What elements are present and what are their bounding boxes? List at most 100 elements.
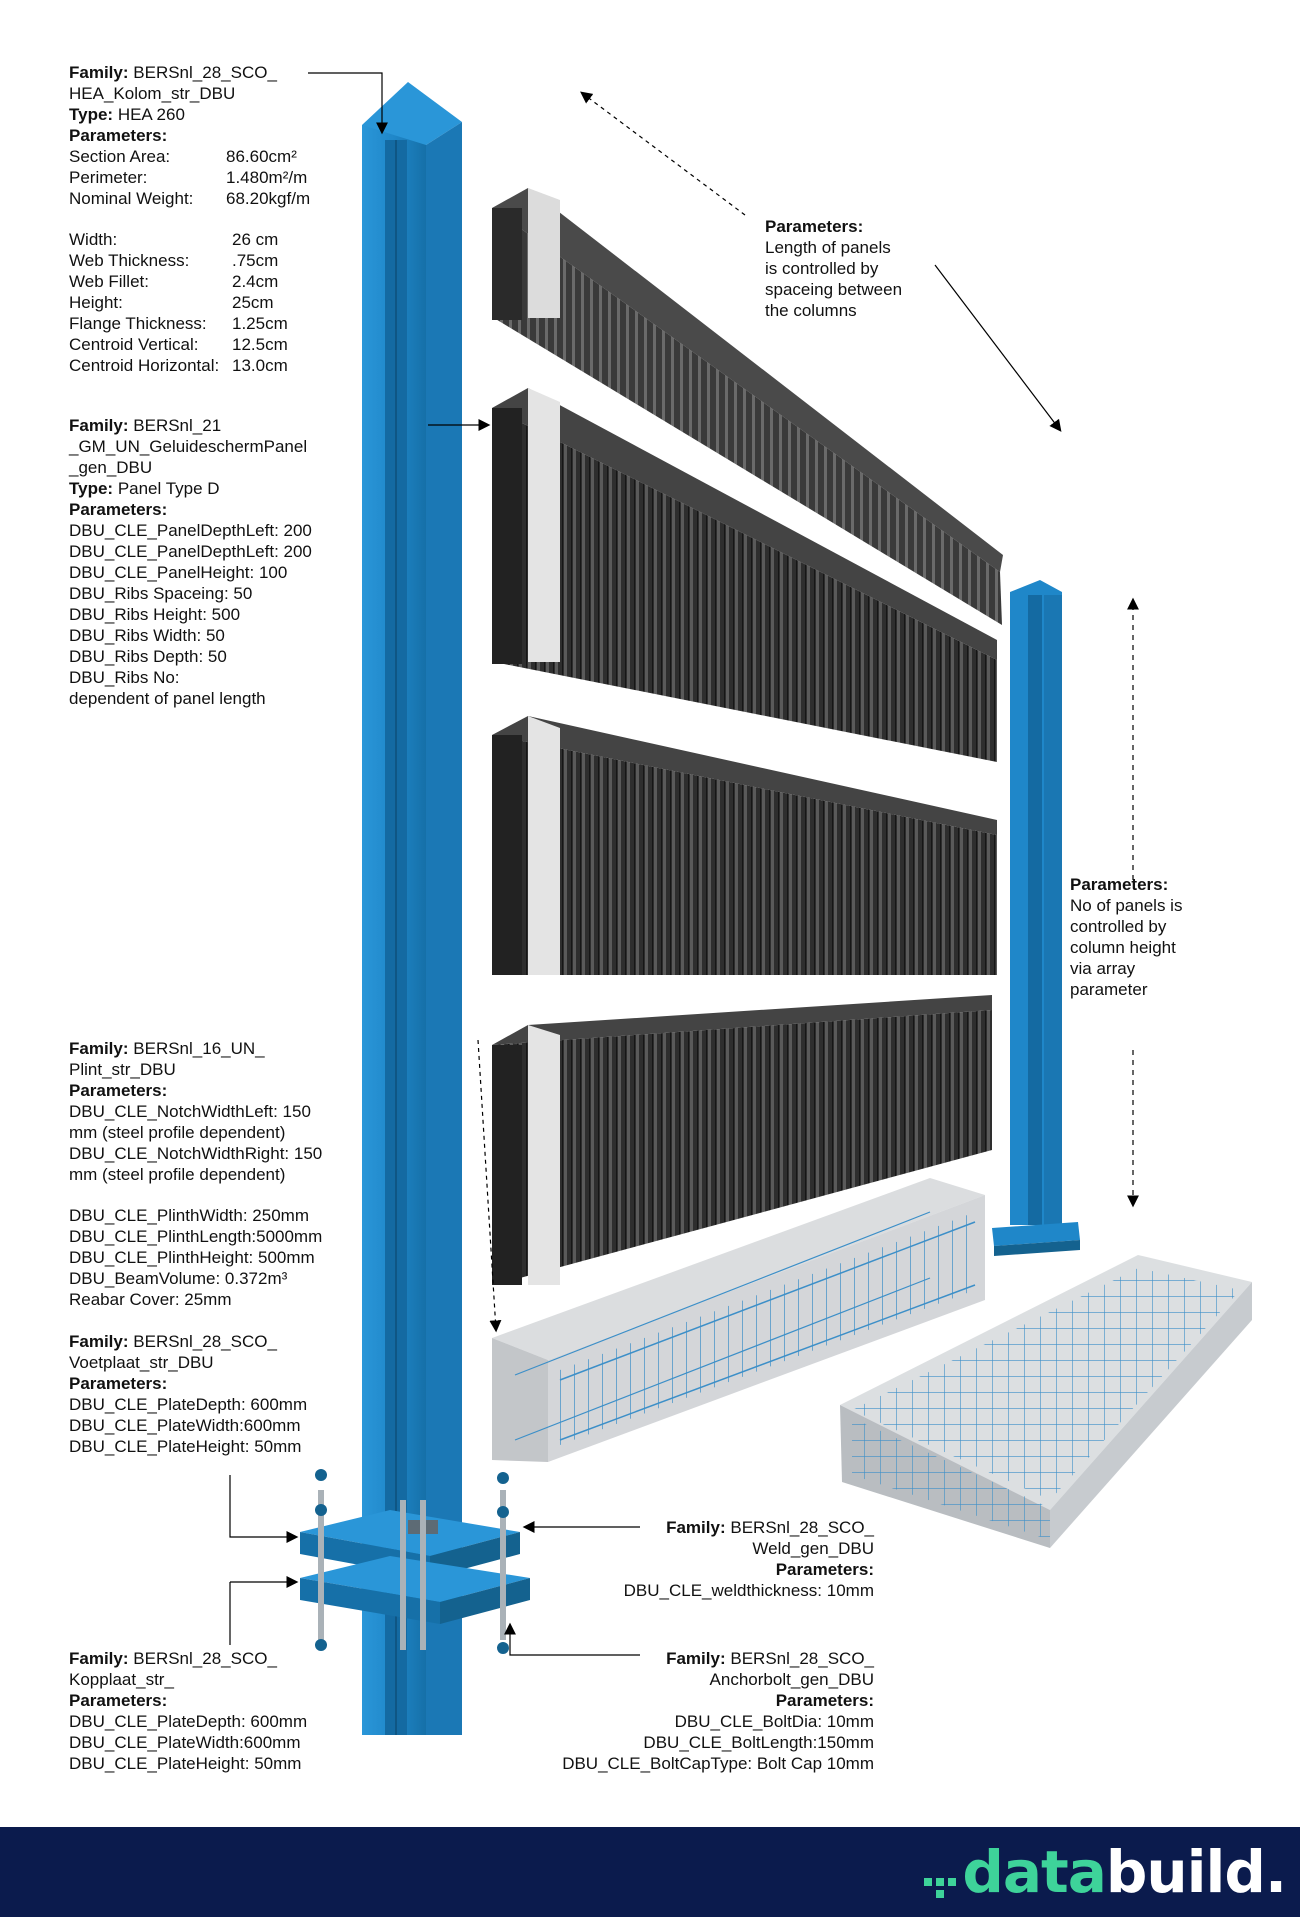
property-key: Centroid Vertical: <box>69 335 199 354</box>
family-name-2: _GM_UN_GeluideschermPanel <box>69 437 308 456</box>
parameter-line: DBU_CLE_PanelDepthLeft: 200 <box>69 521 312 540</box>
parameters-label: Parameters: <box>765 217 864 236</box>
parameter-line: DBU_Ribs Height: 500 <box>69 605 241 624</box>
family-name-1: BERSnl_28_SCO_ <box>730 1649 874 1668</box>
hea-column-left <box>362 82 462 1735</box>
family-name-1: BERSnl_28_SCO_ <box>133 63 277 82</box>
family-name-2: Anchorbolt_gen_DBU <box>709 1670 874 1689</box>
parameter-line: DBU_CLE_PlateHeight: 50mm <box>69 1437 302 1456</box>
note-line: Length of panels <box>765 238 891 257</box>
panel-3 <box>492 716 997 975</box>
parameter-line: DBU_CLE_PlateHeight: 50mm <box>69 1754 302 1773</box>
family-name-1: BERSnl_21 <box>133 416 222 435</box>
leader-lines <box>229 72 1139 1656</box>
parameter-line: DBU_Ribs No: <box>69 668 180 687</box>
parameters-label: Parameters: <box>69 126 168 145</box>
family-name-1: BERSnl_16_UN_ <box>133 1039 265 1058</box>
logo-mark-icon <box>924 1852 958 1898</box>
family-label: Family: <box>666 1518 726 1537</box>
parameter-line: DBU_CLE_BoltLength:150mm <box>643 1733 874 1752</box>
property-row: Web Thickness:.75cm <box>69 250 310 271</box>
note-line: parameter <box>1070 980 1148 999</box>
parameter-line: DBU_BeamVolume: 0.372m³ <box>69 1269 288 1288</box>
panel-top <box>492 188 1003 625</box>
column-annotation: Family: BERSnl_28_SCO_ HEA_Kolom_str_DBU… <box>69 62 310 376</box>
parameter-line: DBU_CLE_NotchWidthRight: 150 <box>69 1144 323 1163</box>
type-value: HEA 260 <box>117 105 185 124</box>
parameter-line: DBU_Ribs Spaceing: 50 <box>69 584 253 603</box>
property-row: Centroid Vertical: 12.5cm <box>69 334 310 355</box>
property-row: Perimeter:1.480m²/m <box>69 167 310 188</box>
plinth-params-a: DBU_CLE_NotchWidthLeft: 150 mm (steel pro… <box>69 1101 322 1185</box>
property-key: Nominal Weight: <box>69 189 194 208</box>
note-line: controlled by <box>1070 917 1167 936</box>
panel-length-lines: Length of panels is controlled by spaceing… <box>765 237 902 321</box>
parameters-label: Parameters: <box>1070 875 1169 894</box>
property-value: 25cm <box>232 293 274 312</box>
parameters-label: Parameters: <box>69 1374 168 1393</box>
property-row: Width: 26 cm <box>69 229 310 250</box>
property-value: 68.20kgf/m <box>226 189 311 208</box>
parameter-line: Reabar Cover: 25mm <box>69 1290 232 1309</box>
foundation-slab <box>840 1255 1252 1548</box>
parameter-line: mm (steel profile dependent) <box>69 1123 286 1142</box>
parameter-line: DBU_CLE_weldthickness: 10mm <box>623 1581 874 1600</box>
property-key: Flange Thickness: <box>69 314 207 333</box>
parameter-line: DBU_CLE_PlinthWidth: 250mm <box>69 1206 309 1225</box>
note-line: via array <box>1070 959 1136 978</box>
parameter-line: DBU_CLE_PlateWidth:600mm <box>69 1733 301 1752</box>
property-value: 13.0cm <box>232 356 288 375</box>
parameter-line: mm (steel profile dependent) <box>69 1165 286 1184</box>
property-value: 86.60cm² <box>226 147 297 166</box>
property-key: Web Thickness: <box>69 251 190 270</box>
panel-2 <box>492 388 997 762</box>
base-assembly <box>300 1469 530 1654</box>
family-name-1: BERSnl_28_SCO_ <box>133 1332 277 1351</box>
property-row: Section Area: 86.60cm² <box>69 146 310 167</box>
property-key: Section Area: <box>69 147 171 166</box>
property-value: 1.25cm <box>232 314 288 333</box>
logo-text-data: data <box>962 1838 1107 1906</box>
parameter-line: DBU_CLE_PlateWidth:600mm <box>69 1416 301 1435</box>
parameter-line: DBU_CLE_PanelHeight: 100 <box>69 563 288 582</box>
property-row: Height: 25cm <box>69 292 310 313</box>
parameters-label: Parameters: <box>775 1560 874 1579</box>
property-row: Flange Thickness: 1.25cm <box>69 313 310 334</box>
property-key: Width: <box>69 230 118 249</box>
family-name-2: Voetplaat_str_DBU <box>69 1353 214 1372</box>
family-name-2: Kopplaat_str_ <box>69 1670 174 1689</box>
note-line: is controlled by <box>765 259 879 278</box>
parameters-label: Parameters: <box>69 1691 168 1710</box>
logo-text-build: build <box>1105 1838 1266 1906</box>
property-value: 26 cm <box>232 230 279 249</box>
parameters-label: Parameters: <box>69 1081 168 1100</box>
footplate-annotation: Family: BERSnl_28_SCO_ Voetplaat_str_DBU… <box>69 1331 307 1457</box>
family-name-2: HEA_Kolom_str_DBU <box>69 84 236 103</box>
parameter-line: DBU_Ribs Depth: 50 <box>69 647 227 666</box>
note-line: spaceing between <box>765 280 903 299</box>
weld-annotation: Family: BERSnl_28_SCO_ Weld_gen_DBU Para… <box>624 1517 874 1601</box>
anchorbolt-annotation: Family: BERSnl_28_SCO_ Anchorbolt_gen_DB… <box>562 1648 874 1774</box>
family-label: Family: <box>666 1649 726 1668</box>
panel-annotation: Family: BERSnl_21 _GM_UN_GeluideschermPa… <box>69 415 312 709</box>
parameter-line: DBU_CLE_NotchWidthLeft: 150 <box>69 1102 311 1121</box>
panel-4 <box>492 995 992 1285</box>
weld-params: DBU_CLE_weldthickness: 10mm <box>624 1580 874 1601</box>
plinth-annotation: Family: BERSnl_16_UN_ Plint_str_DBU Para… <box>69 1038 322 1310</box>
parameter-line: DBU_CLE_PlateDepth: 600mm <box>69 1395 308 1414</box>
note-line: column height <box>1070 938 1176 957</box>
family-name-2: Weld_gen_DBU <box>752 1539 874 1558</box>
family-name-1: BERSnl_28_SCO_ <box>133 1649 277 1668</box>
parameters-label: Parameters: <box>775 1691 874 1710</box>
property-value: 12.5cm <box>232 335 288 354</box>
parameter-line: DBU_CLE_PlinthLength:5000mm <box>69 1227 323 1246</box>
plinth-beam <box>492 1178 985 1462</box>
property-key: Height: <box>69 293 123 312</box>
